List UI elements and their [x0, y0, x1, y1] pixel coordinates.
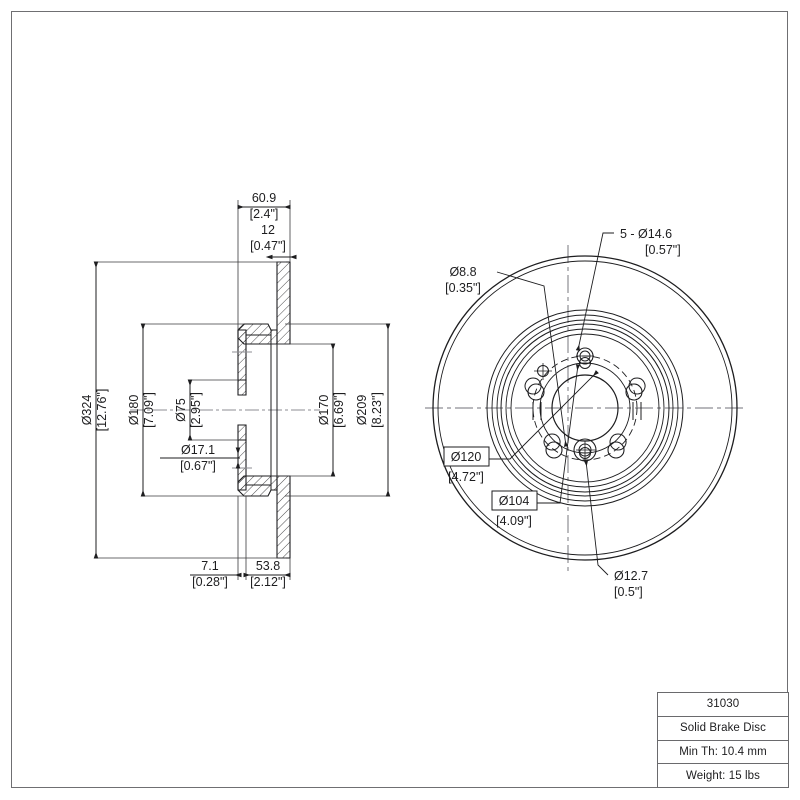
title-block: 31030 Solid Brake Disc Min Th: 10.4 mm W…	[657, 692, 789, 788]
friction-band-circle	[437, 260, 733, 556]
slot-right	[628, 377, 646, 420]
note-5-lug-imperial: [0.57"]	[645, 243, 681, 257]
section-view: Ø324 [12.76"] Ø180 [7.09"] Ø75 [2.95"] Ø…	[80, 191, 391, 589]
hat-ring-180	[500, 323, 670, 493]
dim-d170-imperial: [6.69"]	[332, 392, 346, 428]
title-block-part-name: Solid Brake Disc	[658, 717, 788, 741]
small-hole-1	[579, 357, 591, 369]
hat-ring-inner	[510, 333, 660, 483]
dim-60-9-value: 60.9	[252, 191, 276, 205]
hat-cylinder-top	[237, 329, 247, 381]
hub-lip-top	[237, 379, 247, 396]
note-d120-box	[443, 446, 490, 467]
rotor-plate-bottom	[276, 475, 291, 559]
leader-d8-8	[496, 271, 569, 447]
note-d120-value: Ø120	[451, 450, 482, 464]
note-d12-7-value: Ø12.7	[614, 569, 648, 583]
lug-hole-4	[545, 441, 563, 459]
dim-d180-value: Ø180	[127, 395, 141, 426]
dim-d17-1-value: Ø17.1	[181, 443, 215, 457]
note-d8-8-imperial: [0.35"]	[445, 281, 481, 295]
note-d8-8-value: Ø8.8	[449, 265, 476, 279]
leader-5-lug	[575, 232, 614, 352]
note-d120-imperial: [4.72"]	[448, 470, 484, 484]
note-d12-7-imperial: [0.5"]	[614, 585, 643, 599]
dim-60-9-imperial: [2.4"]	[250, 207, 279, 221]
hub-lip-bottom	[237, 424, 247, 441]
hole-cross-marks	[534, 355, 596, 461]
lug-hole-2	[625, 383, 643, 401]
dim-d209-value: Ø209	[355, 395, 369, 426]
slot-left	[524, 377, 542, 420]
dim-d209-imperial: [8.23"]	[370, 392, 384, 428]
note-5-lug-value: 5 - Ø14.6	[620, 227, 672, 241]
note-d104-imperial: [4.09"]	[496, 514, 532, 528]
sheet-border	[11, 11, 788, 788]
dim-d324-value: Ø324	[80, 395, 94, 426]
dim-7-1-value: 7.1	[201, 559, 218, 573]
hole-slot-group	[524, 377, 646, 451]
slot-bottom-right	[609, 433, 627, 451]
dim-d75-imperial: [2.95"]	[189, 392, 203, 428]
rotor-plate-top	[276, 261, 291, 345]
lug-hole-3	[607, 441, 625, 459]
slot-bottom-left	[543, 433, 561, 451]
title-block-part-number: 31030	[658, 693, 788, 717]
hat-ring-outer-2	[491, 314, 679, 502]
hat-ring-outer-3	[496, 319, 674, 497]
hat-ring-170	[505, 328, 665, 488]
hat-cylinder-bottom	[237, 439, 247, 491]
leader-d12-7	[583, 460, 609, 576]
hat-ring-209	[486, 309, 684, 507]
rotor-outer-circle	[432, 255, 738, 561]
dim-d180-imperial: [7.09"]	[142, 392, 156, 428]
dim-7-1-imperial: [0.28"]	[192, 575, 228, 589]
dim-d170-value: Ø170	[317, 395, 331, 426]
title-block-weight: Weight: 15 lbs	[685, 769, 761, 782]
title-block-min-thickness: Min Th: 10.4 mm	[658, 741, 788, 765]
leader-d104	[537, 364, 581, 504]
leader-d120	[489, 370, 599, 460]
note-d104-box	[491, 490, 538, 511]
dim-53-8-value: 53.8	[256, 559, 280, 573]
dim-12-imperial: [0.47"]	[250, 239, 286, 253]
dim-53-8-imperial: [2.12"]	[250, 575, 286, 589]
dim-d75-value: Ø75	[174, 398, 188, 422]
face-view: Ø8.8 [0.35"] 5 - Ø14.6 [0.57"] Ø120 [4.7…	[425, 227, 745, 599]
dim-d17-1-imperial: [0.67"]	[180, 459, 216, 473]
note-d104-value: Ø104	[499, 494, 530, 508]
dim-d324-imperial: [12.76"]	[95, 389, 109, 432]
dim-12-value: 12	[261, 223, 275, 237]
leader-lines	[489, 232, 614, 576]
